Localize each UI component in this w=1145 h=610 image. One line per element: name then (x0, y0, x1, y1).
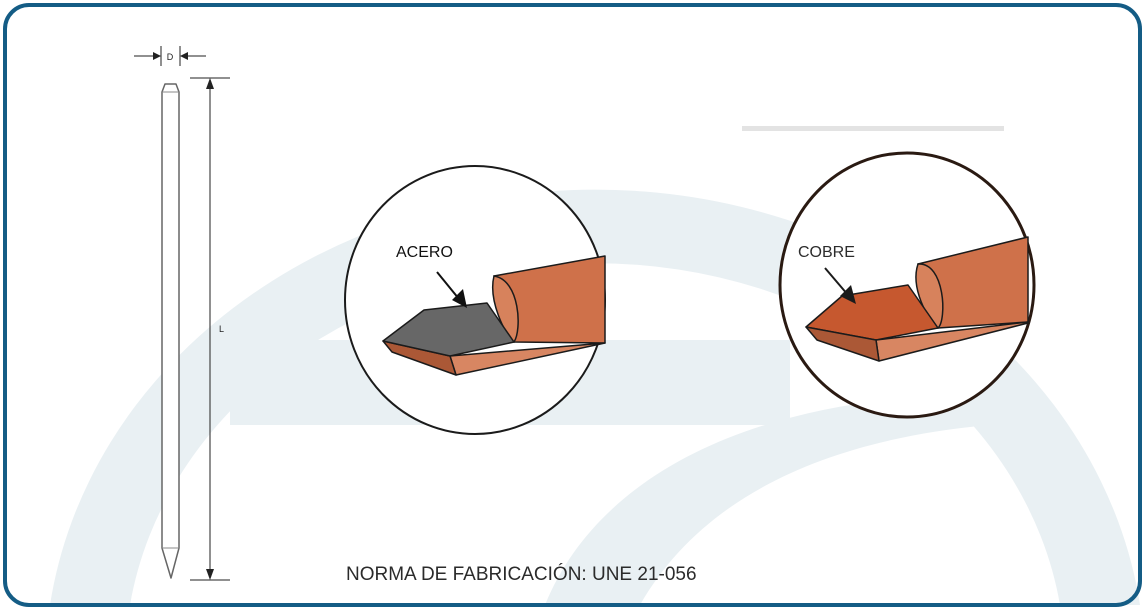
length-label: L (219, 324, 224, 334)
copper-label: COBRE (798, 244, 855, 261)
diameter-label: D (167, 52, 174, 62)
copper-callout-arrow (840, 285, 856, 304)
steel-callout-arrow (452, 289, 467, 308)
copper-rod-section (805, 236, 1029, 362)
copper-detail: COBRE (778, 151, 1036, 419)
diameter-arrow-right (180, 52, 188, 60)
length-arrow-bottom (206, 569, 214, 580)
diameter-dimension: D (134, 46, 206, 66)
steel-detail: ACERO (344, 165, 606, 435)
diameter-arrow-left (153, 52, 161, 60)
steel-rod-section (382, 255, 606, 376)
length-arrow-top (206, 78, 214, 89)
rod-drawing (161, 83, 180, 579)
scan-artifact (742, 126, 1004, 131)
rod-outline (161, 83, 180, 579)
diagram-frame (3, 3, 1142, 607)
manufacturing-standard: NORMA DE FABRICACIÓN: UNE 21-056 (346, 563, 697, 585)
steel-layer (382, 302, 515, 357)
steel-label: ACERO (396, 244, 453, 261)
length-dimension: L (190, 77, 230, 581)
watermark-swoosh (545, 395, 990, 605)
